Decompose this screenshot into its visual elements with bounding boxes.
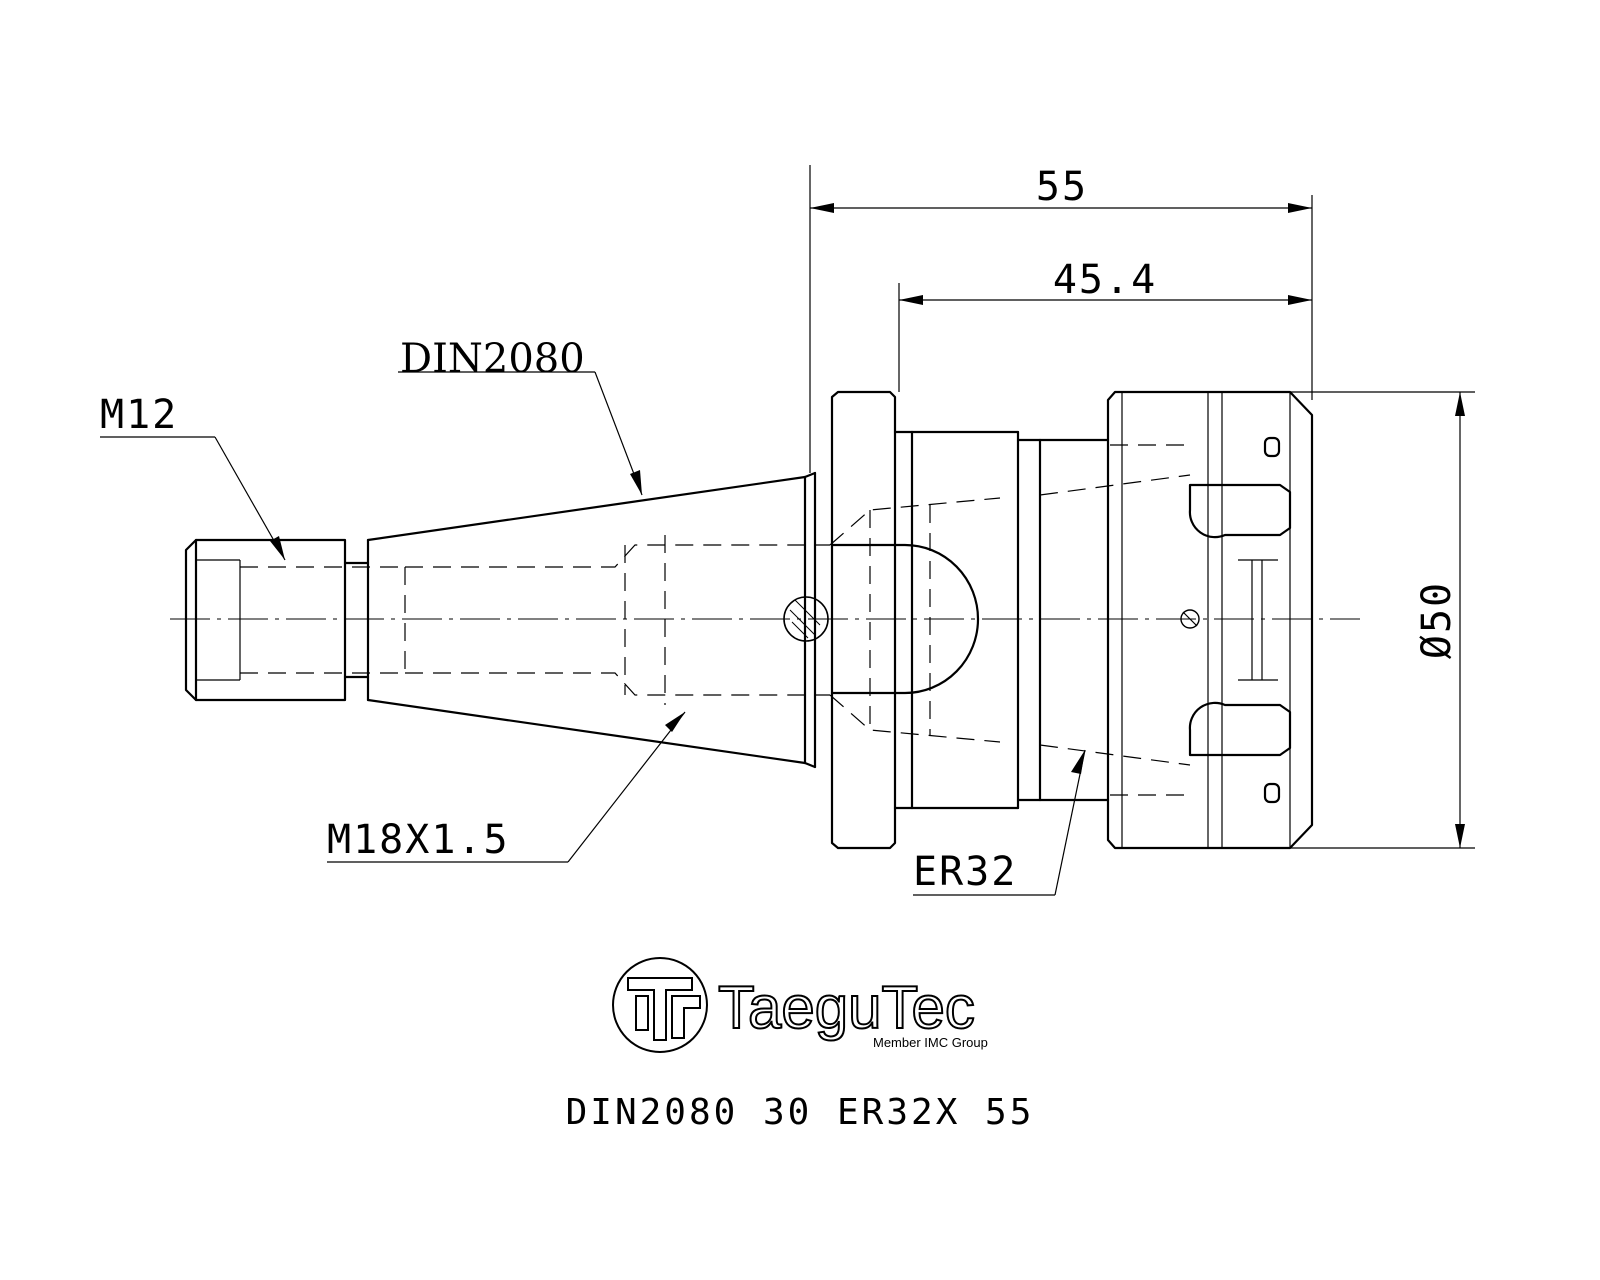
pin-hatch-right xyxy=(1182,611,1198,627)
logo-tagline-text: Member IMC Group xyxy=(873,1035,988,1050)
collet-bore-profile xyxy=(830,543,980,695)
logo-emblem-letters xyxy=(627,977,701,1041)
taper-hidden-bore xyxy=(405,535,830,705)
leader-drawbar-thread xyxy=(100,436,286,561)
drawbar-hidden-thread xyxy=(240,566,406,674)
body xyxy=(910,430,1110,810)
dimension-diameter-label: Ø50 xyxy=(1414,581,1460,659)
taegutec-logo: TaeguTec Member IMC Group xyxy=(612,957,988,1053)
pin-hatch-left xyxy=(789,599,821,639)
callout-internal-thread-label: M18X1.5 xyxy=(327,817,510,863)
collet-nut xyxy=(1106,390,1314,850)
pin-hole-left xyxy=(783,596,829,642)
leader-internal-thread xyxy=(327,711,686,863)
drawbar-stud xyxy=(184,538,370,702)
logo-brand-text: TaeguTec xyxy=(718,974,975,1041)
dimension-body-length-label: 45.4 xyxy=(1053,257,1157,303)
callout-taper-label: DIN2080 xyxy=(400,336,585,382)
dimension-diameter xyxy=(1290,391,1475,849)
dimension-body-length xyxy=(898,283,1312,392)
drawing-caption: DIN2080 30 ER32X 55 xyxy=(566,1092,1035,1133)
flange xyxy=(830,390,914,850)
callout-collet-label: ER32 xyxy=(913,849,1017,895)
dimension-overall-length-label: 55 xyxy=(1036,164,1088,210)
body-hidden-bore xyxy=(829,444,1191,796)
pin-hole-right xyxy=(1180,609,1200,629)
leader-taper xyxy=(398,371,643,496)
taper-shank xyxy=(366,471,817,769)
dimension-overall-length xyxy=(809,165,1313,473)
leader-collet xyxy=(913,749,1086,896)
logo-emblem-icon xyxy=(612,957,708,1053)
callout-drawbar-thread-label: M12 xyxy=(100,392,178,438)
